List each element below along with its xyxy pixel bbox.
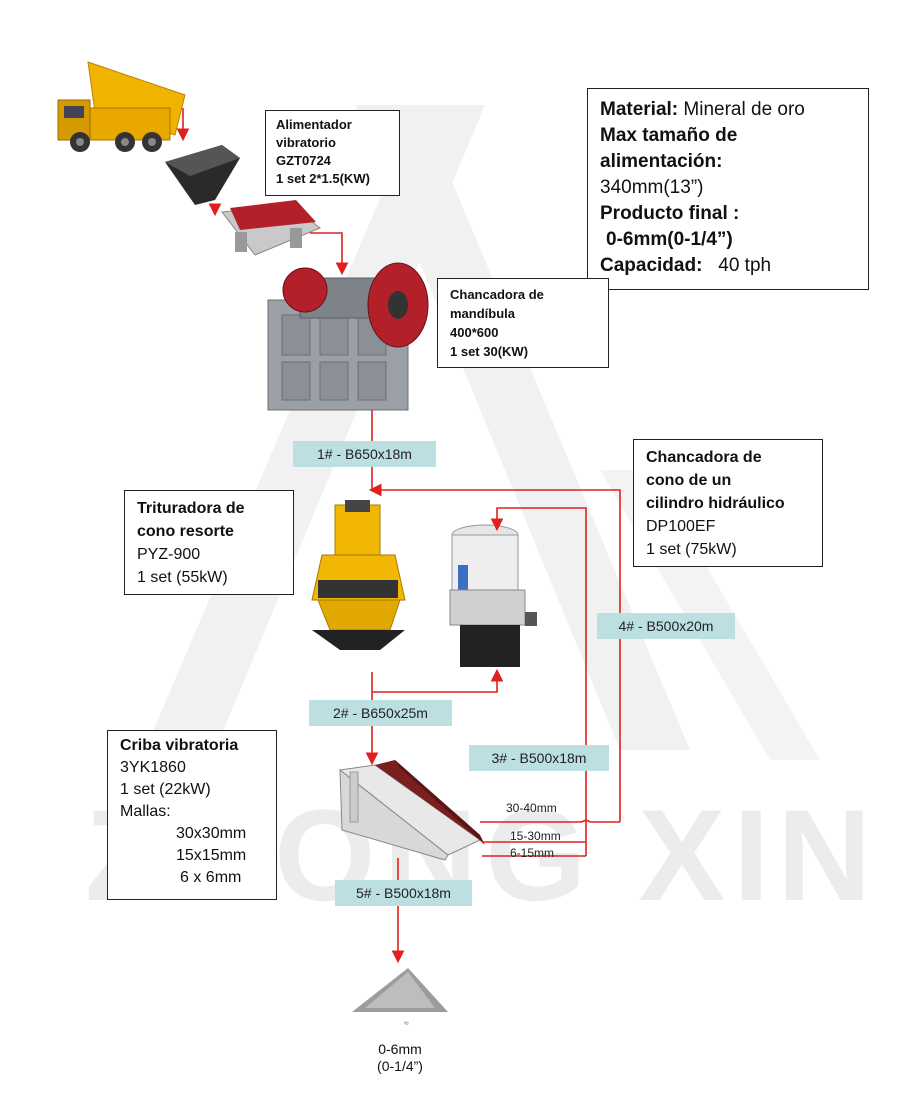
belt-5-tag: 5# - B500x18m (335, 880, 472, 906)
output-15-30mm: 15-30mm (510, 829, 561, 843)
screen-mesh-1: 30x30mm (176, 825, 247, 842)
feeder-qty: 1 set 2*1.5(KW) (276, 171, 370, 186)
hydraulic-cone-name-3: cilindro hidráulico (646, 495, 785, 512)
product-label: Producto final : (600, 203, 740, 224)
product-value: 0-6mm(0-1/4”) (606, 229, 733, 250)
feeder-name-2: vibratorio (276, 135, 336, 150)
belt-3-tag: 3# - B500x18m (469, 745, 609, 771)
screen-mesh-label: Mallas: (120, 803, 171, 820)
feeder-image (221, 200, 321, 256)
material-value: Mineral de oro (683, 99, 805, 120)
spring-cone-name-2: cono resorte (137, 523, 234, 540)
screen-mesh-2: 15x15mm (176, 847, 247, 864)
hydraulic-cone-model: DP100EF (646, 518, 716, 535)
spring-cone-model: PYZ-900 (137, 546, 201, 563)
spring-cone-qty: 1 set (55kW) (137, 569, 228, 586)
belt-2-tag: 2# - B650x25m (309, 700, 452, 726)
jaw-model: 400*600 (450, 325, 499, 340)
belt-4-tag: 4# - B500x20m (597, 613, 735, 639)
feeder-info-box: Alimentador vibratorio GZT0724 1 set 2*1… (265, 110, 400, 196)
spring-cone-image (311, 500, 406, 650)
feeder-model: GZT0724 (276, 153, 331, 168)
screen-model: 3YK1860 (120, 759, 186, 776)
jaw-name-2: mandíbula (450, 306, 516, 321)
belt-1-tag: 1# - B650x18m (293, 441, 436, 467)
capacity-label: Capacidad: (600, 255, 703, 276)
jaw-qty: 1 set 30(KW) (450, 344, 529, 359)
final-product-inch: (0-1/4”) (377, 1058, 423, 1074)
hopper-image (165, 145, 240, 205)
product-mark: ≈ (404, 1018, 409, 1028)
feed-size-label-1: Max tamaño de (600, 125, 738, 146)
dump-truck-image (57, 61, 186, 152)
screen-name: Criba vibratoria (120, 737, 239, 754)
jaw-crusher-image (267, 262, 429, 411)
vibrating-screen-image (338, 760, 485, 861)
capacity-value: 40 tph (718, 255, 772, 276)
hydraulic-cone-qty: 1 set (75kW) (646, 541, 737, 558)
spring-cone-info-box: Trituradora de cono resorte PYZ-900 1 se… (124, 490, 294, 595)
screen-qty: 1 set (22kW) (120, 781, 211, 798)
jaw-name-1: Chancadora de (450, 287, 544, 302)
final-product-size: 0-6mm (378, 1041, 422, 1057)
jaw-crusher-info-box: Chancadora de mandíbula 400*600 1 set 30… (437, 278, 609, 368)
screen-mesh-3: 6 x 6mm (180, 869, 242, 886)
feed-size-value: 340mm(13”) (600, 177, 704, 198)
spring-cone-name-1: Trituradora de (137, 500, 245, 517)
material-label: Material: (600, 99, 679, 120)
output-6-15mm: 6-15mm (510, 846, 555, 860)
feed-size-label-2: alimentación: (600, 151, 723, 172)
hydraulic-cone-name-2: cono de un (646, 472, 732, 489)
hydraulic-cone-image (449, 524, 537, 667)
feeder-name-1: Alimentador (276, 117, 352, 132)
output-30-40mm: 30-40mm (506, 801, 557, 815)
spec-box: Material: Mineral de oro Max tamaño de a… (587, 88, 869, 290)
screen-info-box: Criba vibratoria 3YK1860 1 set (22kW) Ma… (107, 730, 277, 900)
product-pile-image (352, 968, 448, 1012)
hydraulic-cone-name-1: Chancadora de (646, 449, 762, 466)
hydraulic-cone-info-box: Chancadora de cono de un cilindro hidráu… (633, 439, 823, 567)
